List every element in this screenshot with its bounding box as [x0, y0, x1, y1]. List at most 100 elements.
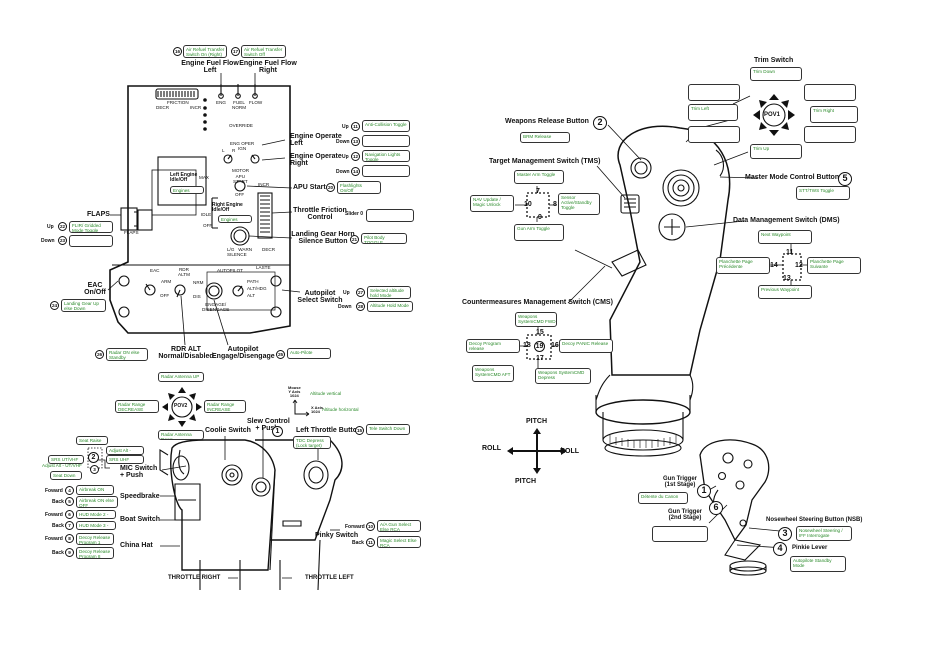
pinky-back-binding: Magic Select Else RCA [377, 536, 421, 548]
tms-right-binding: Sensor Active/Standby Toggle [558, 193, 600, 215]
trim-switch-label: Trim Switch [754, 57, 794, 64]
mic-uhf-adjust-binding: Adjust Alt - UHF [106, 446, 144, 455]
pov1-hat [753, 94, 795, 136]
pinkie-lever-label: Pinkie Lever [792, 545, 828, 551]
number-badge: 11 [366, 538, 375, 547]
cms-17: 17 [536, 355, 544, 362]
panel-eac: EAC [150, 268, 160, 273]
engine-operate-right-label: Engine Operate Right [290, 153, 342, 168]
dms-11: 11 [786, 249, 794, 256]
dms-left-binding: Planchette Page Précédente [716, 257, 770, 274]
pov2-label: POV2 [174, 403, 188, 409]
china-hat-label: China Hat [120, 542, 153, 549]
trim-empty-binding-2 [688, 84, 740, 101]
number-badge: 4 [773, 542, 787, 556]
panel-alt: ALT [247, 293, 256, 298]
panel-eac-off: OFF [160, 293, 170, 298]
number-badge: 6 [65, 510, 74, 519]
left-engine-label: Left Engine Idle/Off [170, 172, 198, 184]
tms-up-binding: Master Arm Toggle [514, 170, 564, 184]
number-badge: 10 [366, 522, 375, 531]
panel-laste: LASTE [256, 265, 271, 270]
tms-10: 10 [524, 201, 532, 208]
number-badge: 2 [88, 452, 99, 463]
mouse-y-axis-label: Mouse Y Axis 1024 [288, 385, 301, 399]
number-badge: 12 [351, 152, 360, 161]
panel-eng-oper: ENG OPER IGN [230, 141, 255, 151]
gun-trigger-1-label: Gun Trigger (1st Stage) [662, 476, 697, 489]
number-badge: 1 [697, 484, 711, 498]
master-mode-binding: STT/TWS Toggle [796, 186, 850, 200]
number-badge: 7 [65, 521, 74, 530]
eo-down-label-2: Down [336, 169, 350, 175]
number-badge: 20 [326, 183, 335, 192]
pitch-top-label: PITCH [526, 418, 547, 425]
sb-forward-binding: Airbreak ON [76, 485, 114, 495]
tms-7: 7 [536, 188, 540, 195]
number-badge: 3 [90, 465, 99, 474]
tms-8: 8 [553, 201, 557, 208]
panel-autopilot: AUTOPILOT [217, 268, 243, 273]
mic-switch-label: MIC Switch + Push [120, 465, 158, 480]
ltb-binding: Tele Switch Down [366, 424, 410, 435]
pov2-up-binding: Radar Antenna UP [158, 372, 204, 382]
mic-srs-uhf-binding: SRS UHF [106, 455, 144, 464]
nsb-label: Nosewheel Steering Button (NSB) [766, 517, 863, 523]
throttle-friction-label: Throttle Friction Control [293, 207, 347, 222]
pinky-forward-label: Forward [345, 524, 365, 530]
sb-back-label: Back [52, 499, 64, 505]
ch-back-label: Back [52, 550, 64, 556]
panel-incr-2: INCR [258, 182, 270, 187]
ap-up-label: Up [343, 290, 350, 296]
number-badge: 1 [272, 426, 283, 437]
trim-empty-binding-4 [804, 126, 856, 143]
landing-gear-horn-label: Landing Gear Horn Silence Button [291, 231, 355, 246]
engine-fuel-flow-left-label: Engine Fuel Flow Left [181, 60, 239, 75]
number-badge: 21 [350, 235, 359, 244]
altitude-horizontal-text: Altitude horizontal [322, 407, 359, 412]
slider-label: Slider 0 [345, 211, 364, 217]
number-badge: 5 [838, 172, 852, 186]
trim-empty-binding-1 [804, 84, 856, 101]
sb-back-binding: Airbreak ON else OFF [76, 496, 118, 508]
flaps-down-label: Down [41, 238, 55, 244]
boat-switch-label: Boat Switch [120, 516, 161, 523]
trim-right-binding: Trim Right [810, 106, 858, 123]
weapons-release-binding: BRM Release [520, 132, 570, 143]
flight-stick [595, 125, 731, 457]
number-badge: 6 [709, 501, 723, 515]
rdr-alt-label: RDR ALT Normal/Disabled [158, 346, 214, 361]
number-badge: 19 [534, 341, 545, 352]
apu-start-label: APU Start [293, 184, 326, 191]
throttle-console-panel [109, 84, 291, 334]
eac-label: EAC On/Off [84, 282, 106, 297]
dms-14: 14 [770, 262, 778, 269]
boat-forward-label: Foward [45, 512, 63, 518]
trim-left-binding: Trim Left [688, 104, 738, 121]
pov2-right-binding: Radar Range INCREASE [204, 400, 246, 413]
flaps-down-binding [69, 235, 113, 247]
panel-path: PATH [247, 279, 259, 284]
mic-srs-vhf-binding: SRS UT/VHF [48, 455, 84, 464]
ch-forward-binding: Decoy Release Program 1 [76, 533, 114, 545]
ap-engage-binding: Auto-Pilote [287, 348, 331, 359]
dms-down-binding: Previous Waypoint [758, 285, 812, 299]
panel-fuel-norm: FUEL NORM [232, 100, 247, 110]
seat-down-binding: Seat Down [50, 471, 82, 480]
cms-up-binding: Weapons SystemCMD FWD [515, 312, 557, 327]
dms-label: Data Management Switch (DMS) [733, 217, 840, 224]
autopilot-select-label: Autopilot Select Switch [297, 290, 343, 305]
ap-down-label: Down [338, 304, 352, 310]
pinky-back-label: Back [352, 540, 364, 546]
boat-back-label: Back [52, 523, 64, 529]
number-badge: 16 [173, 47, 182, 56]
panel-rdr-altm: RDR ALTM [178, 267, 190, 277]
right-engine-binding: Engines STOP [218, 215, 252, 223]
panel-max: MAX [199, 175, 209, 180]
panel-off: OFF [203, 223, 213, 228]
dms-up-binding: Next Waypoint [758, 230, 812, 244]
gun-trigger-2-label: Gun Trigger (2nd Stage) [667, 509, 702, 522]
panel-lg-silence: L/G WARN SILENCE [227, 247, 253, 257]
number-badge: 8 [65, 534, 74, 543]
